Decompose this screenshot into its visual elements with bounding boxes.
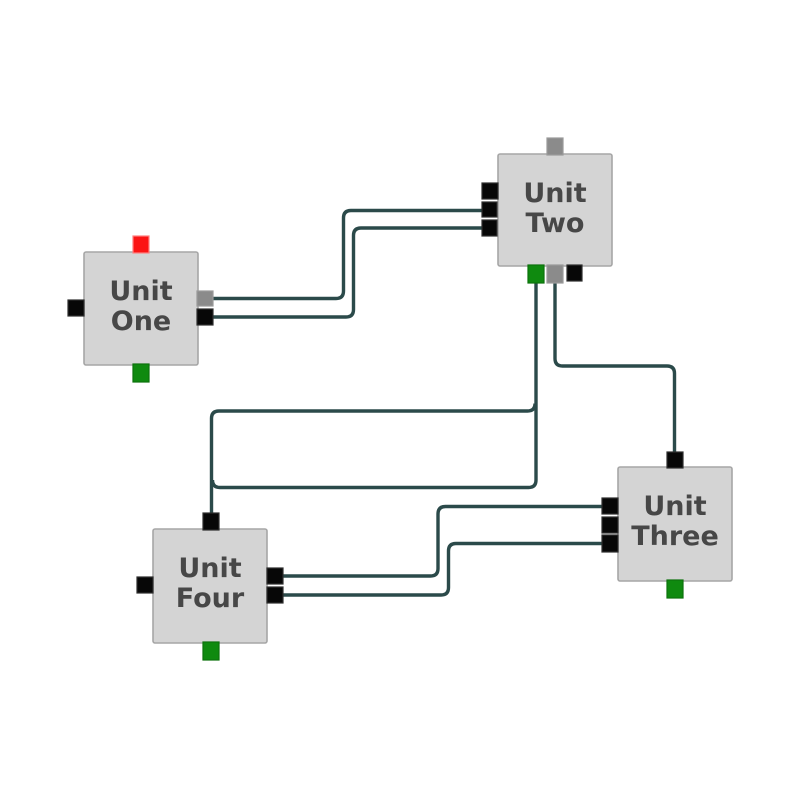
unit-two-left-port-2-black[interactable] <box>481 201 498 218</box>
unit-four-bottom-port-green[interactable] <box>202 641 220 661</box>
unit-four-label-line2: Four <box>176 583 245 614</box>
unit-four-label-line1: Unit <box>178 553 241 584</box>
unit-two-top-port-gray[interactable] <box>546 137 564 156</box>
unit-four-right-port-2-black[interactable] <box>266 586 284 604</box>
wire-unitone-black-to-unittwo-left3[interactable] <box>205 226 486 319</box>
unit-two-label-line2: Two <box>526 208 585 239</box>
unit-two-left-port-1-black[interactable] <box>481 182 499 200</box>
unit-two-bottom-port-black[interactable] <box>566 264 583 282</box>
unit-four-left-port-black[interactable] <box>136 576 154 594</box>
unit-four-top-port-black[interactable] <box>202 512 220 531</box>
unit-three-left-port-1-black[interactable] <box>601 497 619 515</box>
unit-one-right-port-gray[interactable] <box>196 290 214 307</box>
wire-unitfour-right1-to-unitthree-left1[interactable] <box>280 504 606 578</box>
wire-unitone-gray-to-unittwo-left2[interactable] <box>205 208 486 301</box>
unit-two-bottom-port-green[interactable] <box>527 264 545 284</box>
unit-four-right-port-1-black[interactable] <box>266 567 284 585</box>
wire-unittwo-green-down-left[interactable] <box>210 278 538 490</box>
unit-one-bottom-port-green[interactable] <box>132 363 150 383</box>
unit-three-bottom-port-green[interactable] <box>666 579 684 599</box>
wire-unitfour-right2-to-unitthree-left3[interactable] <box>280 541 606 597</box>
unit-one-left-port-black[interactable] <box>67 299 85 317</box>
unit-three-top-port-black[interactable] <box>666 451 684 469</box>
unit-two-left-port-3-black[interactable] <box>481 219 498 237</box>
unit-two-label-line1: Unit <box>523 178 586 209</box>
unit-one-label-line2: One <box>111 306 172 337</box>
unit-three-left-port-2-black[interactable] <box>601 516 619 534</box>
unit-three-label-line1: Unit <box>643 491 706 522</box>
wire-unitfour-top-up-right[interactable] <box>209 403 537 519</box>
unit-one-label-line1: Unit <box>109 276 172 307</box>
unit-two-bottom-port-gray[interactable] <box>546 264 564 284</box>
unit-three-left-port-3-black[interactable] <box>601 534 619 553</box>
unit-three-label-line2: Three <box>631 521 719 552</box>
unit-one-right-port-black[interactable] <box>196 308 214 326</box>
wire-unittwo-gray-to-unitthree-top[interactable] <box>553 278 677 456</box>
unit-one-top-port-red[interactable] <box>132 235 150 254</box>
